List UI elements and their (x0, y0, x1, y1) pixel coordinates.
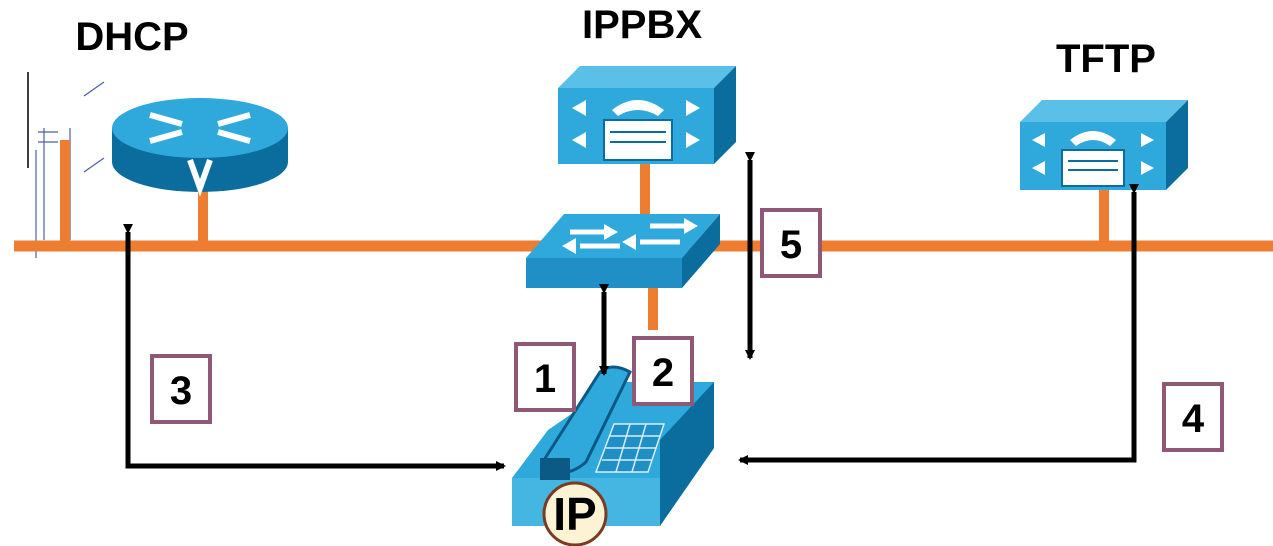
step-label: 3 (170, 369, 192, 413)
arrow-step-4 (738, 184, 1139, 465)
step-box-1: 1 (514, 342, 576, 412)
step-label: 4 (1182, 397, 1205, 441)
ip-badge-label: IP (553, 488, 596, 540)
step-box-4: 4 (1162, 382, 1224, 452)
step-label: 1 (534, 357, 556, 401)
switch-icon (526, 214, 720, 288)
arrow-step-3 (123, 224, 506, 471)
label-ippbx: IPPBX (582, 3, 702, 47)
step-label: 5 (780, 223, 802, 267)
step-label: 2 (652, 351, 674, 395)
step-box-5: 5 (760, 208, 822, 278)
router-icon (112, 98, 288, 197)
step-box-2: 2 (632, 336, 694, 406)
call-manager-icon (558, 66, 736, 164)
label-tftp: TFTP (1056, 37, 1156, 81)
flow-arrows (123, 152, 1139, 471)
ip-badge: IP (542, 481, 608, 546)
step-box-3: 3 (150, 354, 212, 424)
call-manager-icon (1020, 100, 1188, 190)
label-dhcp: DHCP (75, 15, 188, 59)
